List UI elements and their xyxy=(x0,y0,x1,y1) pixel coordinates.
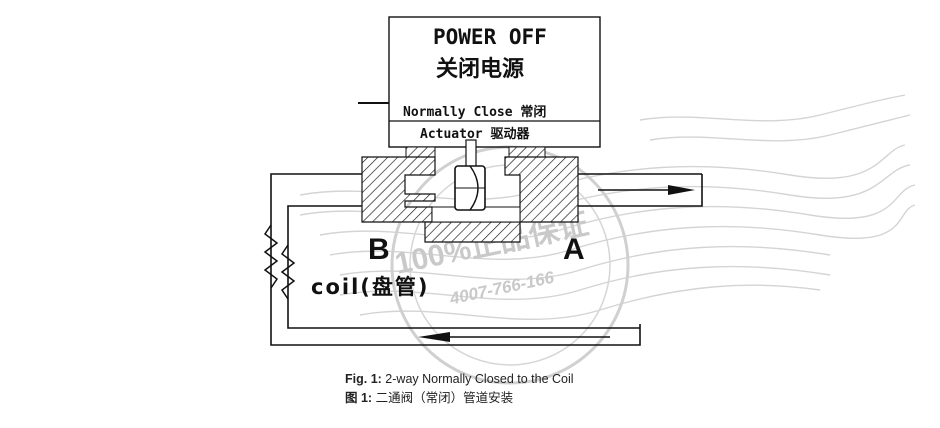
caption-cn-prefix: 图 1: xyxy=(345,391,373,405)
normally-close-label: Normally Close 常闭 xyxy=(403,104,546,120)
caption-cn: 图 1: 二通阀（常闭）管道安装 xyxy=(345,389,574,408)
watermark-stamp: 100%正品保证 4007-766-166 xyxy=(299,94,916,385)
valve-stem xyxy=(465,139,477,169)
watermark-text-2: 4007-766-166 xyxy=(447,268,556,309)
port-b-label: B xyxy=(368,233,390,266)
power-off-title-cn: 关闭电源 xyxy=(436,57,524,82)
coil-symbol xyxy=(263,224,296,300)
caption-en-prefix: Fig. 1: xyxy=(345,372,382,386)
port-a-label: A xyxy=(563,233,585,266)
flow-arrow-outlet xyxy=(598,185,695,195)
coil-label: coil(盘管) xyxy=(311,275,429,299)
caption-en: Fig. 1: 2-way Normally Closed to the Coi… xyxy=(345,370,574,389)
caption-cn-text: 二通阀（常闭）管道安装 xyxy=(375,391,514,405)
actuator-box: POWER OFF 关闭电源 Normally Close 常闭 Actuato… xyxy=(358,16,601,148)
valve-body xyxy=(361,139,579,243)
power-off-title: POWER OFF xyxy=(433,25,547,49)
figure-caption: Fig. 1: 2-way Normally Closed to the Coi… xyxy=(345,370,574,408)
caption-en-text: 2-way Normally Closed to the Coil xyxy=(385,372,574,386)
flow-arrow-return xyxy=(418,332,610,342)
actuator-label: Actuator 驱动器 xyxy=(420,127,530,142)
